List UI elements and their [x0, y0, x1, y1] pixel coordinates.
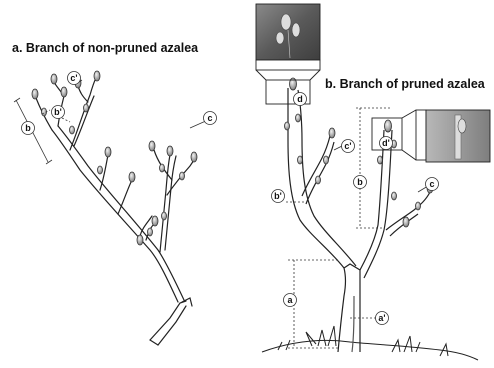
label-a-c: c — [207, 113, 212, 123]
label-a-b-prime: b' — [54, 107, 62, 117]
label-b-d-prime: d' — [382, 138, 390, 148]
label-b-b-prime: b' — [274, 191, 282, 201]
buds-b — [285, 78, 434, 227]
ground-b — [262, 326, 478, 360]
label-b-d: d — [297, 94, 303, 104]
buds-a — [32, 71, 197, 245]
label-b-c: c — [429, 179, 434, 189]
label-b-b: b — [357, 177, 363, 187]
label-a-b: b — [25, 123, 31, 133]
label-a-c-prime: c' — [70, 73, 77, 83]
label-b-c-prime: c' — [344, 141, 351, 151]
label-circles-b — [272, 93, 439, 325]
label-b-a-prime: a' — [378, 313, 385, 323]
label-text-b: a a' b b' c c' d d' — [274, 94, 434, 323]
